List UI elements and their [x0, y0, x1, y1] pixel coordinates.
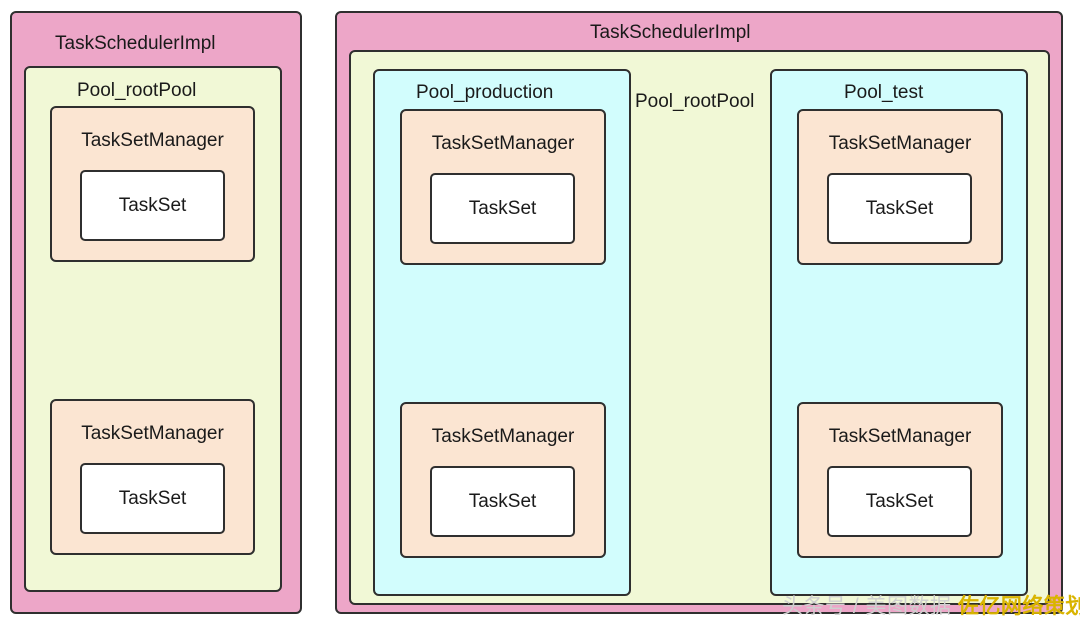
left-root-pool-label: Pool_rootPool: [77, 80, 197, 101]
production-taskset-1: TaskSet: [430, 173, 575, 244]
tasksetmanager-label: TaskSetManager: [431, 426, 575, 447]
test-taskset-1: TaskSet: [827, 173, 972, 244]
right-root-pool-label: Pool_rootPool: [635, 91, 755, 112]
watermark-brand: 佐亿网络策划: [957, 595, 1080, 618]
pool-production-label: Pool_production: [416, 82, 554, 103]
left-taskset-2: TaskSet: [80, 463, 225, 534]
tasksetmanager-label: TaskSetManager: [828, 133, 972, 154]
tasksetmanager-label: TaskSetManager: [81, 423, 224, 444]
watermark-source: 头条号 / 美图数据: [782, 595, 952, 618]
tasksetmanager-label: TaskSetManager: [431, 133, 575, 154]
watermark: 头条号 / 美图数据 佐亿网络策划: [782, 590, 1080, 620]
pool-test-label: Pool_test: [844, 82, 924, 103]
production-taskset-2: TaskSet: [430, 466, 575, 537]
right-scheduler-label: TaskSchedulerImpl: [590, 22, 751, 43]
test-taskset-2: TaskSet: [827, 466, 972, 537]
tasksetmanager-label: TaskSetManager: [81, 130, 224, 151]
left-scheduler-label: TaskSchedulerImpl: [55, 33, 216, 54]
tasksetmanager-label: TaskSetManager: [828, 426, 972, 447]
left-taskset-1: TaskSet: [80, 170, 225, 241]
